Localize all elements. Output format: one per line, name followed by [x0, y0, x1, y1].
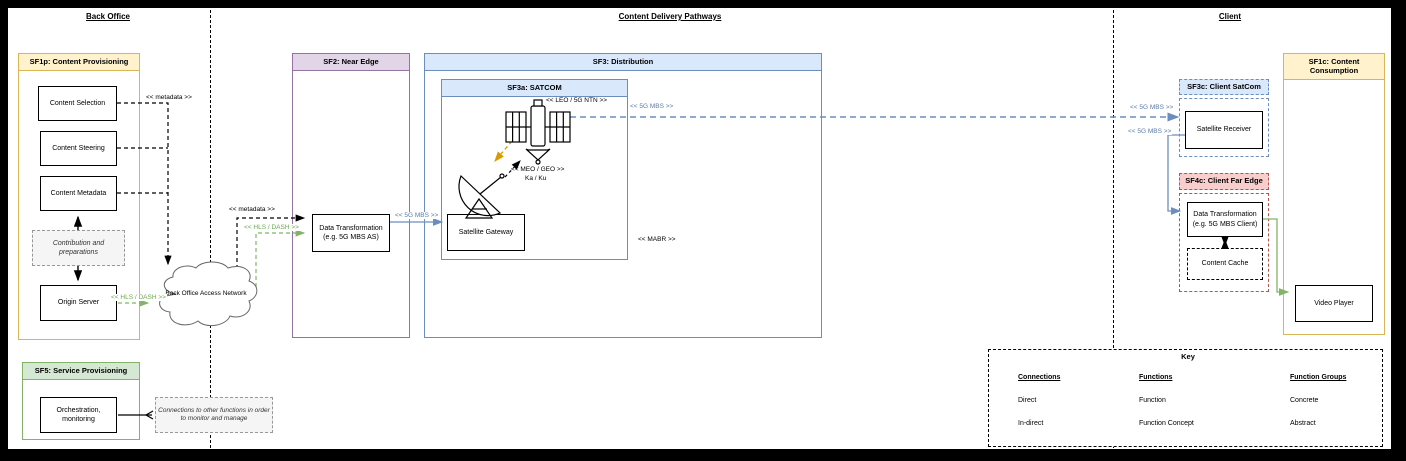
key-item-indirect: In-direct: [1018, 420, 1044, 427]
node-satellite-receiver: Satellite Receiver: [1185, 111, 1263, 149]
node-data-transformation-client: Data Transformation (e.g. 5G MBS Client): [1187, 202, 1263, 237]
group-sf1c-title: SF1c: Content Consumption: [1284, 54, 1384, 80]
lane-title-back-office: Back Office: [85, 12, 131, 21]
node-content-steering: Content Steering: [40, 131, 117, 166]
edge-label-hlsdash-mid: << HLS / DASH >>: [243, 224, 300, 232]
lane-title-content-delivery: Content Delivery Pathways: [618, 12, 722, 21]
key-connections-header: Connections: [1018, 374, 1061, 381]
key-title: Key: [1181, 352, 1195, 361]
key-item-function: Function: [1139, 397, 1166, 404]
key-function-groups-header: Function Groups: [1290, 374, 1347, 381]
key-item-concrete: Concrete: [1290, 397, 1319, 404]
node-content-cache: Content Cache: [1187, 248, 1263, 280]
group-sf4c-title: SF4c: Client Far Edge: [1179, 173, 1269, 190]
group-sf1p-title: SF1p: Content Provisioning: [19, 54, 139, 71]
edge-label-mbs-air: << 5G MBS >>: [629, 103, 675, 111]
group-sf2-title: SF2: Near Edge: [293, 54, 409, 71]
key-item-function-concept: Function Concept: [1139, 420, 1194, 427]
group-sf3a-title: SF3a: SATCOM: [442, 80, 627, 97]
group-sf3: SF3: Distribution: [424, 53, 822, 338]
edge-label-mbs-to-gateway: << 5G MBS >>: [394, 212, 440, 220]
node-data-transformation-near-edge: Data Transformation (e.g. 5G MBS AS): [312, 214, 390, 252]
edge-label-metadata-left: << metadata >>: [145, 94, 193, 102]
edge-label-metadata-mid: << metadata >>: [228, 206, 276, 214]
edge-label-kaku: Ka / Ku: [525, 175, 547, 182]
edge-label-mbs-to-receiver: << 5G MBS >>: [1129, 104, 1175, 112]
group-sf3c-body: [1179, 98, 1269, 157]
node-sf5-note: Connections to other functions in order …: [155, 397, 273, 433]
group-sf3a: SF3a: SATCOM: [441, 79, 628, 260]
group-sf2: SF2: Near Edge: [292, 53, 410, 338]
node-contribution-preparations: Contribution and preparations: [32, 230, 125, 266]
node-satellite-gateway: Satellite Gateway: [447, 214, 525, 251]
cloud-label: Back Office Access Network: [165, 290, 247, 297]
group-sf1c: SF1c: Content Consumption: [1283, 53, 1385, 335]
key-functions-header: Functions: [1139, 374, 1173, 381]
key-item-direct: Direct: [1018, 397, 1037, 404]
lane-title-client: Client: [1218, 12, 1242, 21]
lane-separator-left: [210, 10, 211, 448]
lane-separator-right: [1113, 10, 1114, 448]
key-legend: [988, 349, 1383, 447]
group-sf3-title: SF3: Distribution: [425, 54, 821, 71]
node-video-player: Video Player: [1295, 285, 1373, 322]
node-content-selection: Content Selection: [38, 86, 117, 121]
group-sf5-title: SF5: Service Provisioning: [23, 363, 139, 380]
node-origin-server: Origin Server: [40, 285, 117, 321]
edge-label-meo: << MEO / GEO >>: [511, 166, 565, 173]
key-item-abstract: Abstract: [1290, 420, 1316, 427]
edge-label-hlsdash-left: << HLS / DASH >>: [110, 294, 167, 302]
edge-label-leo: << LEO / 5G NTN >>: [545, 97, 609, 105]
node-orchestration-monitoring: Orchestration, monitoring: [40, 397, 117, 433]
node-content-metadata: Content Metadata: [40, 176, 117, 211]
edge-label-mbs-to-client: << 5G MBS >>: [1127, 128, 1173, 136]
group-sf5: SF5: Service Provisioning: [22, 362, 140, 440]
edge-label-mabr: << MABR >>: [637, 236, 677, 244]
group-sf3c-title: SF3c: Client SatCom: [1179, 79, 1269, 95]
